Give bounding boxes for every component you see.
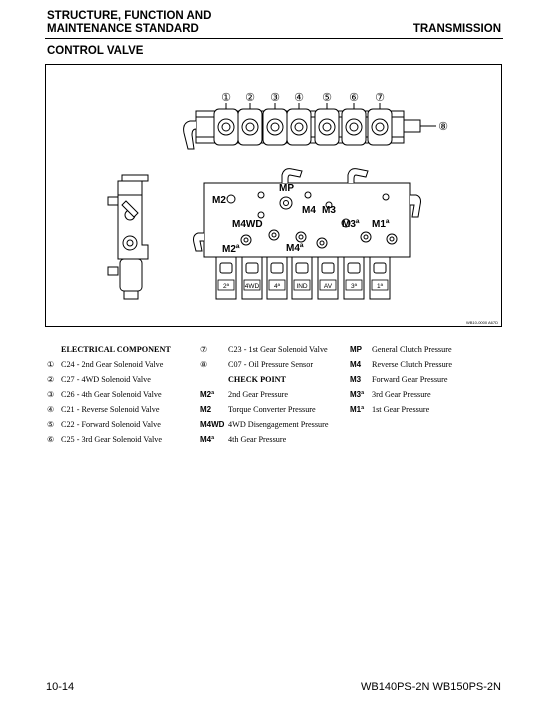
label-m1a: M1ª bbox=[372, 219, 390, 230]
front-view bbox=[193, 168, 421, 300]
header-title-line1: STRUCTURE, FUNCTION AND bbox=[47, 10, 212, 22]
check-code: M4ª bbox=[200, 435, 215, 444]
section-title: CONTROL VALVE bbox=[47, 45, 144, 57]
check-code: M3ª bbox=[350, 390, 365, 399]
label-m4: M4 bbox=[302, 205, 316, 216]
check-code: M1ª bbox=[350, 405, 365, 414]
callout-4: ④ bbox=[294, 92, 304, 104]
connector-4a: 4ª bbox=[274, 283, 281, 290]
connector-labels: 2ª 4WD 4ª IND AV 3ª 1ª bbox=[217, 279, 389, 291]
solenoid-connector-row bbox=[215, 256, 391, 300]
callout-3: ③ bbox=[270, 92, 280, 104]
check-code: M2 bbox=[200, 405, 212, 414]
check-code: M3 bbox=[350, 375, 362, 384]
item-number: ⑤ bbox=[47, 420, 55, 429]
page-number: 10-14 bbox=[46, 681, 75, 693]
label-m4a: M4ª bbox=[286, 243, 304, 254]
callout-5: ⑤ bbox=[322, 92, 332, 104]
item-number: ④ bbox=[47, 405, 55, 414]
label-m2a: M2ª bbox=[222, 244, 240, 255]
check-code: M4 bbox=[350, 360, 362, 369]
item-number: ⑦ bbox=[200, 345, 208, 354]
check-code: M2ª bbox=[200, 390, 215, 399]
label-m3a: M3ª bbox=[342, 219, 360, 230]
callout-7: ⑦ bbox=[375, 92, 385, 104]
header-rule bbox=[45, 38, 503, 39]
item-number: ① bbox=[47, 360, 55, 369]
check-code: MP bbox=[350, 345, 362, 354]
label-m2: M2 bbox=[212, 195, 226, 206]
label-mp: MP bbox=[279, 183, 294, 194]
top-view bbox=[183, 103, 436, 150]
item-number: ② bbox=[47, 375, 55, 384]
connector-1a: 1ª bbox=[377, 283, 384, 290]
callout-8: ⑧ bbox=[438, 121, 448, 133]
connector-3a: 3ª bbox=[351, 283, 358, 290]
callout-6: ⑥ bbox=[349, 92, 359, 104]
electrical-heading: ELECTRICAL COMPONENT bbox=[61, 345, 171, 354]
item-number: ⑧ bbox=[200, 360, 208, 369]
item-number: ⑥ bbox=[47, 435, 55, 444]
check-code: M4WD bbox=[200, 420, 225, 429]
connector-4wd: 4WD bbox=[245, 283, 260, 290]
header-section: TRANSMISSION bbox=[412, 23, 501, 35]
item-number: ③ bbox=[47, 390, 55, 399]
header-title: STRUCTURE, FUNCTION AND MAINTENANCE STAN… bbox=[47, 10, 211, 36]
label-m3: M3 bbox=[322, 205, 336, 216]
connector-av: AV bbox=[324, 283, 333, 290]
solenoid-top-row bbox=[213, 103, 393, 146]
callout-2: ② bbox=[245, 92, 255, 104]
control-valve-figure: ① ② ③ ④ ⑤ ⑥ ⑦ ⑧ bbox=[45, 64, 502, 327]
side-view bbox=[107, 174, 149, 300]
port-labels: M2 MP M4 M3 M4WD M3ª M1ª M2ª M4ª bbox=[212, 183, 390, 255]
footer-models: WB140PS-2N WB150PS-2N bbox=[361, 681, 501, 693]
control-valve-drawing: ① ② ③ ④ ⑤ ⑥ ⑦ ⑧ bbox=[107, 92, 498, 325]
connector-ind: IND bbox=[296, 283, 308, 290]
callout-1: ① bbox=[221, 92, 231, 104]
header-title-line2: MAINTENANCE STANDARD bbox=[47, 23, 199, 35]
label-m4wd: M4WD bbox=[232, 219, 263, 230]
top-callouts: ① ② ③ ④ ⑤ ⑥ ⑦ ⑧ bbox=[221, 92, 448, 133]
connector-2a: 2ª bbox=[223, 283, 230, 290]
check-point-heading: CHECK POINT bbox=[228, 375, 287, 384]
figure-id: WB10-0000 A67D bbox=[466, 320, 498, 325]
